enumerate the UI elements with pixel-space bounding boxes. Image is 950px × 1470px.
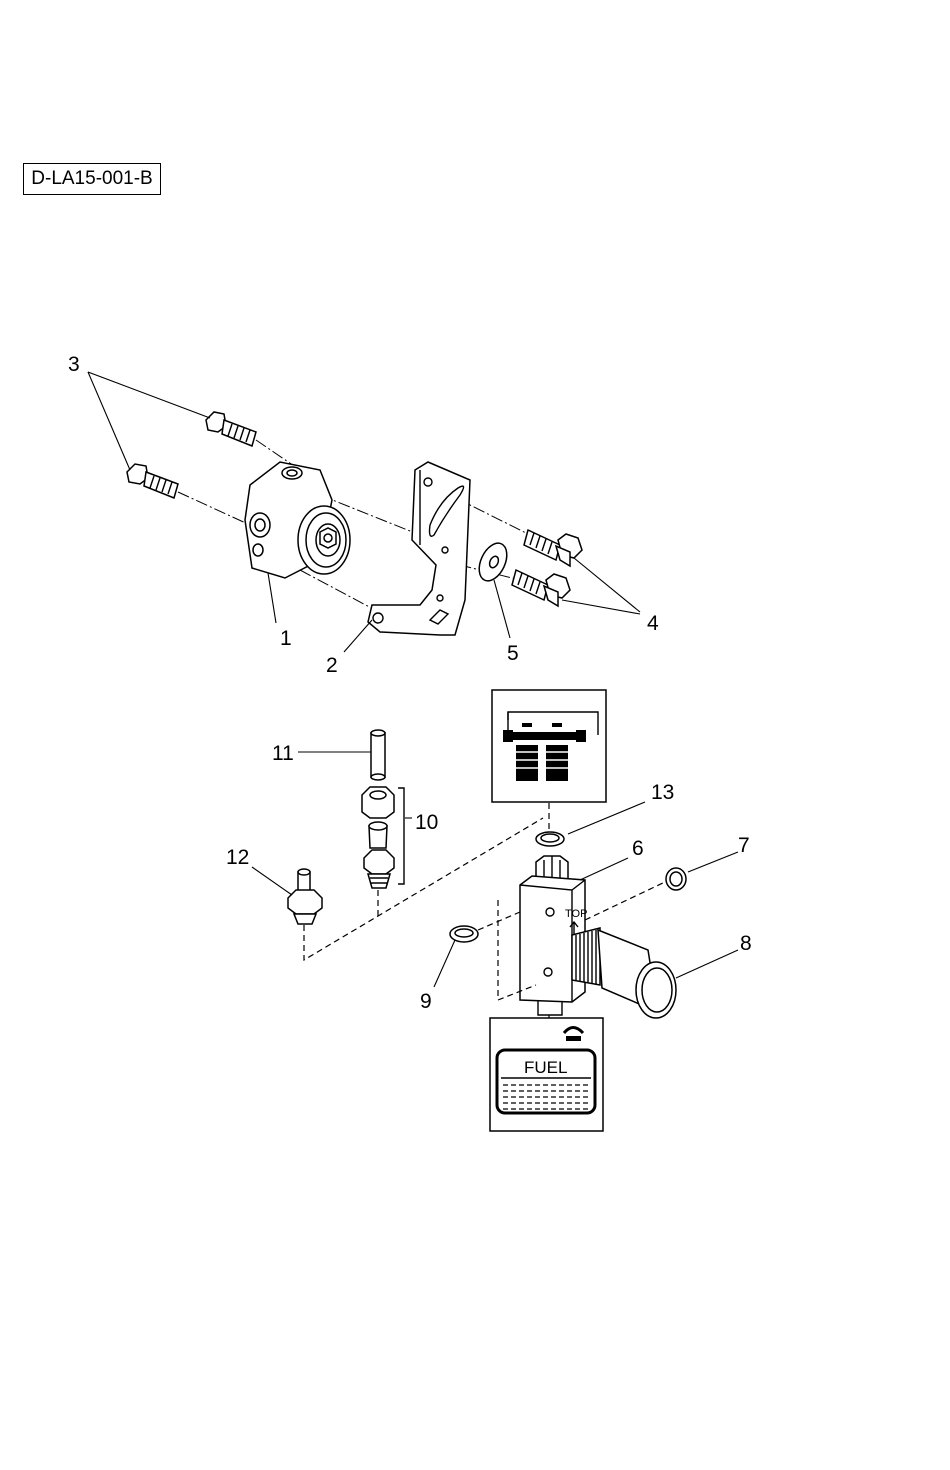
fuel-filter-symbol-box <box>492 690 606 802</box>
part-3-bolt-lower <box>127 464 178 498</box>
fuel-tank-symbol-box: FUEL <box>490 1018 603 1131</box>
valve-assembly: TOP FUEL <box>288 690 686 1131</box>
callout-labels: 3 1 2 5 4 11 10 12 13 6 7 8 9 <box>68 353 752 1013</box>
part-8-valve-knob <box>572 928 676 1018</box>
part-13-washer <box>536 832 564 846</box>
callout-13: 13 <box>651 781 674 804</box>
callout-1: 1 <box>280 627 292 650</box>
part-4-bolt-upper <box>524 530 582 566</box>
callout-4: 4 <box>647 612 659 635</box>
part-2-mounting-bracket <box>368 462 470 635</box>
part-4-bolt-lower <box>512 570 570 606</box>
callout-7: 7 <box>738 834 750 857</box>
callout-8: 8 <box>740 932 752 955</box>
fuel-label: FUEL <box>524 1058 567 1077</box>
valve-top-mark: TOP <box>565 908 587 920</box>
callout-2: 2 <box>326 654 338 677</box>
part-12-hose-nipple <box>288 869 322 924</box>
alignment-line <box>178 492 250 525</box>
callout-10: 10 <box>415 811 438 834</box>
callout-12: 12 <box>226 846 249 869</box>
part-11-pipe <box>371 730 385 780</box>
part-5-washer <box>474 539 513 585</box>
callout-9: 9 <box>420 990 432 1013</box>
part-3-bolt-upper <box>206 412 256 446</box>
callout-3: 3 <box>68 353 80 376</box>
filter-head-assembly <box>127 412 582 635</box>
callout-11: 11 <box>272 742 294 765</box>
callout-6: 6 <box>632 837 644 860</box>
part-10-fitting-set <box>362 787 404 888</box>
callout-5: 5 <box>507 642 519 665</box>
part-1-filter-head <box>245 462 350 578</box>
alignment-line <box>300 570 375 610</box>
